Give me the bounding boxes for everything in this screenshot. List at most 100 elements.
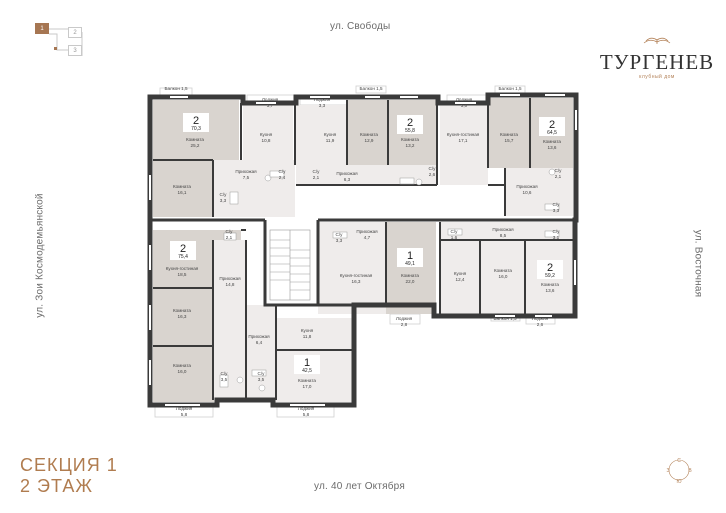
label-loggia-2: Лоджия (314, 97, 331, 102)
room-fill-a4-hall (214, 240, 246, 402)
apartment-a4-marker[interactable]: 2 75,4 (170, 241, 196, 260)
label-a3-hall: Прихожая (516, 184, 538, 189)
room-fill-a7-kitchen (276, 318, 352, 350)
area-a4-wc1: 2,1 (226, 235, 233, 240)
label-loggia-4: Лоджия (396, 316, 413, 321)
apartment-a5-marker[interactable]: 1 49,1 (397, 248, 423, 267)
apt-a3-rooms: 2 (549, 119, 555, 131)
walls (147, 92, 579, 408)
room-fill-a6-kitchen (440, 240, 480, 314)
area-a1-kitchen: 10,8 (262, 138, 271, 143)
label-a5-hall: Прихожая (356, 229, 378, 234)
section-1-button[interactable]: 1 (35, 23, 49, 34)
label-loggia-1: Лоджия (262, 97, 279, 102)
label-a6-wc1: С/у (451, 229, 459, 234)
area-a6-wc1: 1,6 (451, 235, 458, 240)
label-a2-hall: Прихожая (336, 171, 358, 176)
area-a2-hall: 6,3 (344, 177, 351, 182)
label-a1-wc1: С/у (279, 169, 287, 174)
label-a2-wc1: С/у (313, 169, 321, 174)
area-a7-room: 17,0 (303, 384, 312, 389)
area-a5-kitchen: 16,3 (352, 279, 361, 284)
room-fill-a1-hall (213, 160, 295, 217)
area-a5-room: 22,0 (406, 279, 415, 284)
label-a5-room: Комната (401, 273, 419, 278)
area-a1-room: 25,2 (191, 143, 200, 148)
apt-a6-rooms: 2 (547, 262, 553, 274)
area-a2-wc2: 2,6 (429, 172, 436, 177)
area-a3-kitchen: 17,1 (459, 138, 468, 143)
label-a6-room2: Комната (541, 282, 559, 287)
area-a3-wc1: 2,1 (555, 174, 562, 179)
area-loggia-6: 5,8 (181, 412, 188, 417)
brand-logo: ТУРГЕНЕВ клубный дом (596, 32, 718, 80)
area-loggia-3: 3,0 (461, 103, 468, 108)
area-a6-hall: 8,5 (500, 233, 507, 238)
apt-a7-rooms: 1 (304, 357, 310, 369)
apartment-a2-marker[interactable]: 2 55,8 (397, 115, 423, 134)
label-a3-kitchen: Кухня-гостиная (447, 132, 480, 137)
area-a3-hall: 10,6 (523, 190, 532, 195)
apt-a7-area: 42,5 (302, 368, 312, 374)
label-a2-wc2: С/у (429, 166, 437, 171)
area-a1-room2: 16,1 (178, 190, 187, 195)
brand-name: ТУРГЕНЕВ (599, 50, 715, 74)
apartment-a6-marker[interactable]: 2 59,2 (537, 260, 563, 279)
label-a1-wc2: С/у (220, 192, 228, 197)
area-loggia-2: 3,3 (319, 103, 326, 108)
room-fill-a1-room (153, 160, 213, 217)
street-top: ул. Свободы (330, 21, 391, 32)
area-a2-wc1: 2,1 (313, 175, 320, 180)
label-a1-kitchen: Кухня (260, 132, 273, 137)
area-a4-room1: 16,3 (178, 314, 187, 319)
area-a7-kitchen: 11,8 (303, 334, 312, 339)
area-a4-wc2: 3,5 (221, 377, 228, 382)
apt-a3-area: 64,5 (547, 130, 557, 136)
area-a2-kitchen: 11,9 (326, 138, 335, 143)
label-a7-wc: С/у (258, 371, 266, 376)
area-a6-room2: 13,6 (546, 288, 555, 293)
label-a3-wc2: С/у (553, 202, 561, 207)
floor-number: 2 ЭТАЖ (20, 476, 93, 496)
apartment-markers: 2 70,3 2 55,8 2 64,5 2 75,4 1 49,1 2 59,… (170, 113, 565, 374)
apartment-a3-marker[interactable]: 2 64,5 (539, 117, 565, 136)
label-a3-room1: Комната (500, 132, 518, 137)
label-a6-wc2: С/у (553, 229, 561, 234)
label-a4-hall: Прихожая (219, 276, 241, 281)
area-loggia-1: 3,7 (267, 103, 274, 108)
label-a7-hall: Прихожая (248, 334, 270, 339)
area-a3-room2: 13,6 (548, 145, 557, 150)
label-a2-kitchen: Кухня (324, 132, 337, 137)
compass-west: З (666, 468, 669, 474)
room-fill-a1-kitchen (243, 105, 293, 160)
area-a5-hall: 4,7 (364, 235, 371, 240)
apt-a4-rooms: 2 (180, 243, 186, 255)
label-balcony-4: Балкон 1,5 (493, 316, 517, 321)
room-labels: Балкон 1,5 Лоджия 3,7 Лоджия 3,3 Балкон … (164, 86, 562, 417)
room-fill-a5-room (386, 222, 436, 314)
label-a6-room1: Комната (494, 268, 512, 273)
room-fill-a6-hall (440, 222, 573, 240)
area-a4-hall: 14,8 (226, 282, 235, 287)
windows (149, 94, 577, 406)
label-a5-kitchen: Кухня-гостиная (340, 273, 373, 278)
label-balcony-1: Балкон 1,5 (164, 86, 188, 91)
compass-north: С (677, 458, 681, 464)
label-balcony-3: Балкон 1,5 (498, 86, 522, 91)
label-loggia-3: Лоджия (456, 97, 473, 102)
area-a6-wc2: 3,1 (553, 235, 560, 240)
label-a5-wc: С/у (336, 232, 344, 237)
apt-a2-rooms: 2 (407, 117, 413, 129)
label-a1-hall: Прихожая (235, 169, 257, 174)
apartment-a1-marker[interactable]: 2 70,3 (183, 113, 209, 132)
label-a7-kitchen: Кухня (301, 328, 314, 333)
label-a6-kitchen: Кухня (454, 271, 467, 276)
street-bottom: ул. 40 лет Октября (314, 481, 405, 492)
area-loggia-4: 2,8 (401, 322, 408, 327)
label-a4-wc2: С/у (221, 371, 229, 376)
label-a3-wc1: С/у (555, 168, 563, 173)
apt-a2-area: 55,8 (405, 128, 415, 134)
label-a1-room: Комната (186, 137, 204, 142)
stairwell (269, 229, 311, 301)
apartment-a7-marker[interactable]: 1 42,5 (294, 355, 320, 374)
